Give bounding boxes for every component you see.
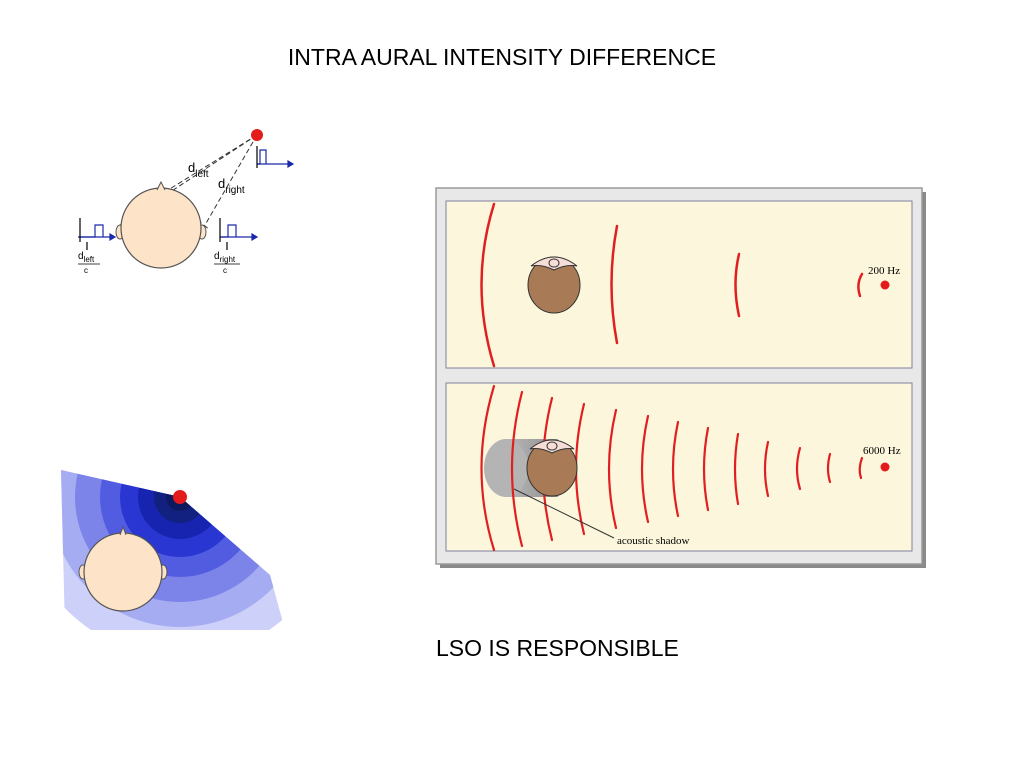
- head-distance-diagram: dleft dright dleft c dright c: [78, 129, 295, 275]
- right-ear-signal-icon: [219, 218, 259, 250]
- high-freq-label: 6000 Hz: [863, 445, 901, 457]
- acoustic-shadow-label: acoustic shadow: [617, 535, 689, 547]
- path-left-line-2: [159, 134, 258, 196]
- low-freq-label: 200 Hz: [868, 265, 900, 277]
- right-fraction-den: c: [223, 266, 227, 275]
- low-freq-source-dot: [880, 280, 890, 290]
- head-icon: [115, 180, 207, 269]
- d-left-label: dleft: [188, 160, 209, 180]
- high-freq-source-dot: [880, 462, 890, 472]
- shadow-pointer-line: [513, 488, 615, 539]
- head-icon-3: [527, 256, 581, 314]
- d-right-label: dright: [218, 176, 245, 196]
- left-fraction-den: c: [84, 266, 88, 275]
- slide-title: INTRA AURAL INTENSITY DIFFERENCE: [287, 44, 717, 70]
- path-right-line: [204, 134, 258, 226]
- frequency-shadow-panel: 200 Hz 6000 Hz acoustic shadow: [435, 187, 926, 568]
- source-signal-icon: [256, 146, 295, 169]
- intensity-fan-diagram: [61, 470, 285, 630]
- low-freq-waves: [480, 202, 864, 368]
- head-icon-4: [526, 439, 578, 497]
- sound-source-dot-2: [173, 490, 187, 504]
- right-fraction-label: dright: [214, 251, 236, 264]
- left-ear-signal-icon: [78, 218, 117, 250]
- low-freq-panel: [445, 200, 913, 369]
- slide-footer: LSO IS RESPONSIBLE: [436, 635, 679, 661]
- left-fraction-label: dleft: [78, 251, 95, 264]
- sound-source-dot: [251, 129, 263, 141]
- high-freq-waves: [480, 384, 864, 552]
- head-icon-2: [78, 525, 168, 612]
